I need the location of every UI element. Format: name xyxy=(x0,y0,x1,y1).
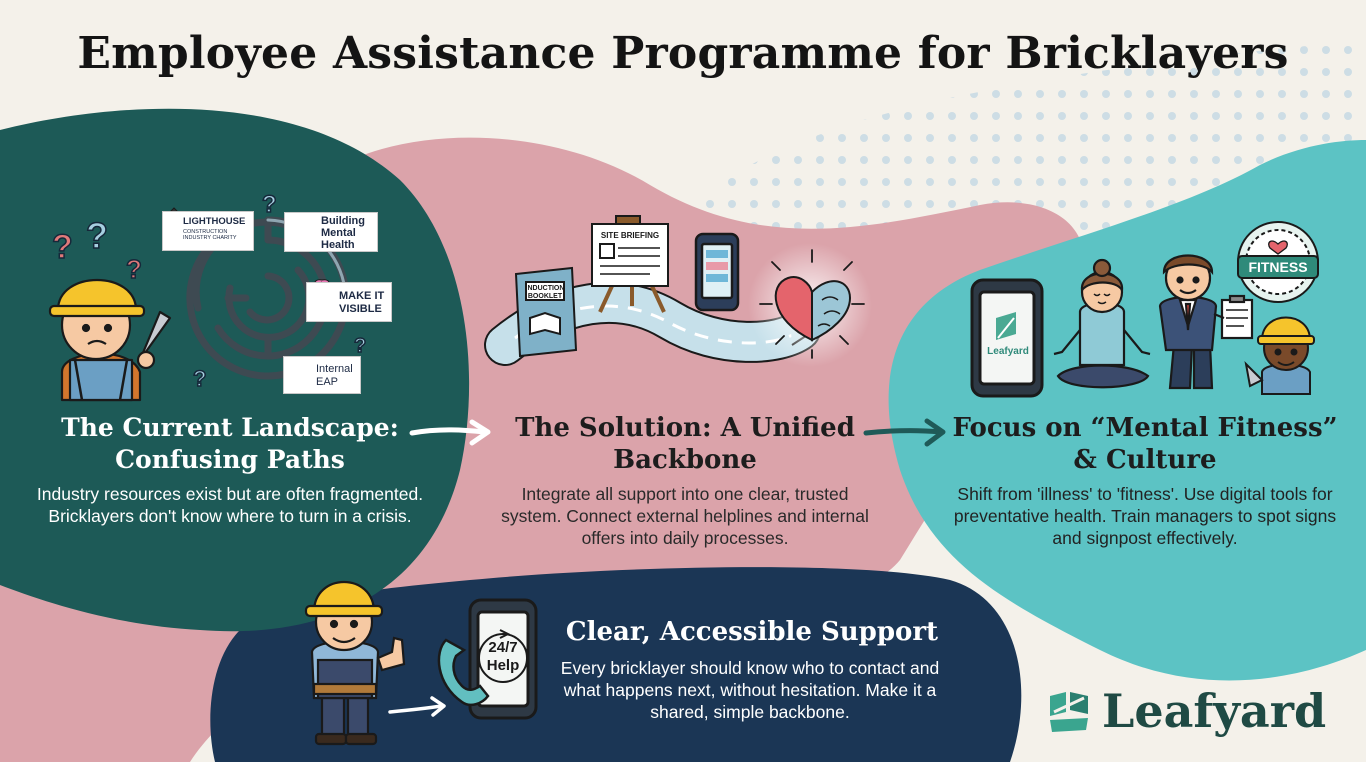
solution-title: The Solution: A Unified Backbone xyxy=(515,413,855,475)
svg-text:INDUCTION: INDUCTION xyxy=(526,285,565,292)
lighthouse-label-tagline: CONSTRUCTION xyxy=(183,229,228,235)
brand-name: Leafyard xyxy=(1102,684,1327,738)
small-worker-person xyxy=(1244,316,1315,395)
lighthouse-label-name: LIGHTHOUSE xyxy=(183,216,246,227)
miv-line: MAKE IT xyxy=(339,290,385,302)
bmh-line: Building xyxy=(321,215,365,227)
svg-text:?: ? xyxy=(354,335,366,357)
arrow-icon xyxy=(388,696,446,717)
svg-text:?: ? xyxy=(52,228,73,266)
induction-booklet-icon: INDUCTION BOOKLET xyxy=(514,266,578,358)
question-mark-icon: ? ? ? ? ? ? xyxy=(51,190,367,392)
accessible-support-title: Clear, Accessible Support xyxy=(565,617,939,647)
svg-text:BOOKLET: BOOKLET xyxy=(528,293,563,300)
mental-fitness-title: Focus on “Mental Fitness” & Culture xyxy=(952,413,1338,475)
current-landscape-body: Industry resources exist but are often f… xyxy=(36,484,424,526)
meditating-person xyxy=(1053,258,1151,389)
svg-text:?: ? xyxy=(126,254,142,284)
arrow-icon xyxy=(409,419,491,446)
site-briefing-easel-icon: SITE BRIEFING xyxy=(591,215,669,313)
svg-text:?: ? xyxy=(86,215,108,256)
svg-text:FITNESS: FITNESS xyxy=(1248,259,1307,275)
mental-fitness-body: Shift from 'illness' to 'fitness'. Use d… xyxy=(953,484,1337,548)
make-it-visible-label: MAKE IT VISIBLE xyxy=(306,282,392,322)
brand-logo: Leafyard xyxy=(1046,678,1326,744)
leafyard-logo-icon xyxy=(1050,692,1088,732)
worker-confused xyxy=(48,279,172,402)
manager-person xyxy=(1158,254,1254,390)
phone-icon xyxy=(694,232,740,312)
bmh-line: Mental xyxy=(321,227,356,239)
solution-body: Integrate all support into one clear, tr… xyxy=(501,484,869,548)
building-mental-health-label: Building Mental Health xyxy=(284,212,378,252)
svg-text:SITE BRIEFING: SITE BRIEFING xyxy=(601,231,659,240)
navy-blob xyxy=(210,567,1022,762)
fitness-badge-icon: FITNESS xyxy=(1237,221,1319,303)
svg-text:Leafyard: Leafyard xyxy=(987,346,1029,357)
heart-brain-icon xyxy=(748,243,872,367)
help-phone-icon: 24/7 Help xyxy=(437,598,538,720)
miv-line: VISIBLE xyxy=(339,303,382,315)
svg-text:?: ? xyxy=(262,191,277,218)
page-title: Employee Assistance Programme for Brickl… xyxy=(77,28,1289,79)
eap-line: Internal xyxy=(316,363,353,375)
thumbs-up-worker xyxy=(304,580,406,746)
arrow-icon xyxy=(863,418,946,447)
eap-line: EAP xyxy=(316,376,339,388)
svg-text:24/7: 24/7 xyxy=(488,639,517,656)
accessible-support-body: Every bricklayer should know who to cont… xyxy=(560,658,940,722)
current-landscape-title: The Current Landscape: Confusing Paths xyxy=(61,413,399,474)
svg-text:Help: Help xyxy=(487,657,520,674)
leafyard-phone-icon: Leafyard xyxy=(970,278,1044,398)
lighthouse-label: LIGHTHOUSE CONSTRUCTION INDUSTRY CHARITY xyxy=(162,211,254,251)
lighthouse-label-tagline: INDUSTRY CHARITY xyxy=(183,235,237,241)
internal-eap-label: Internal EAP xyxy=(283,356,361,394)
bmh-line: Health xyxy=(321,239,355,251)
svg-text:?: ? xyxy=(193,366,206,391)
